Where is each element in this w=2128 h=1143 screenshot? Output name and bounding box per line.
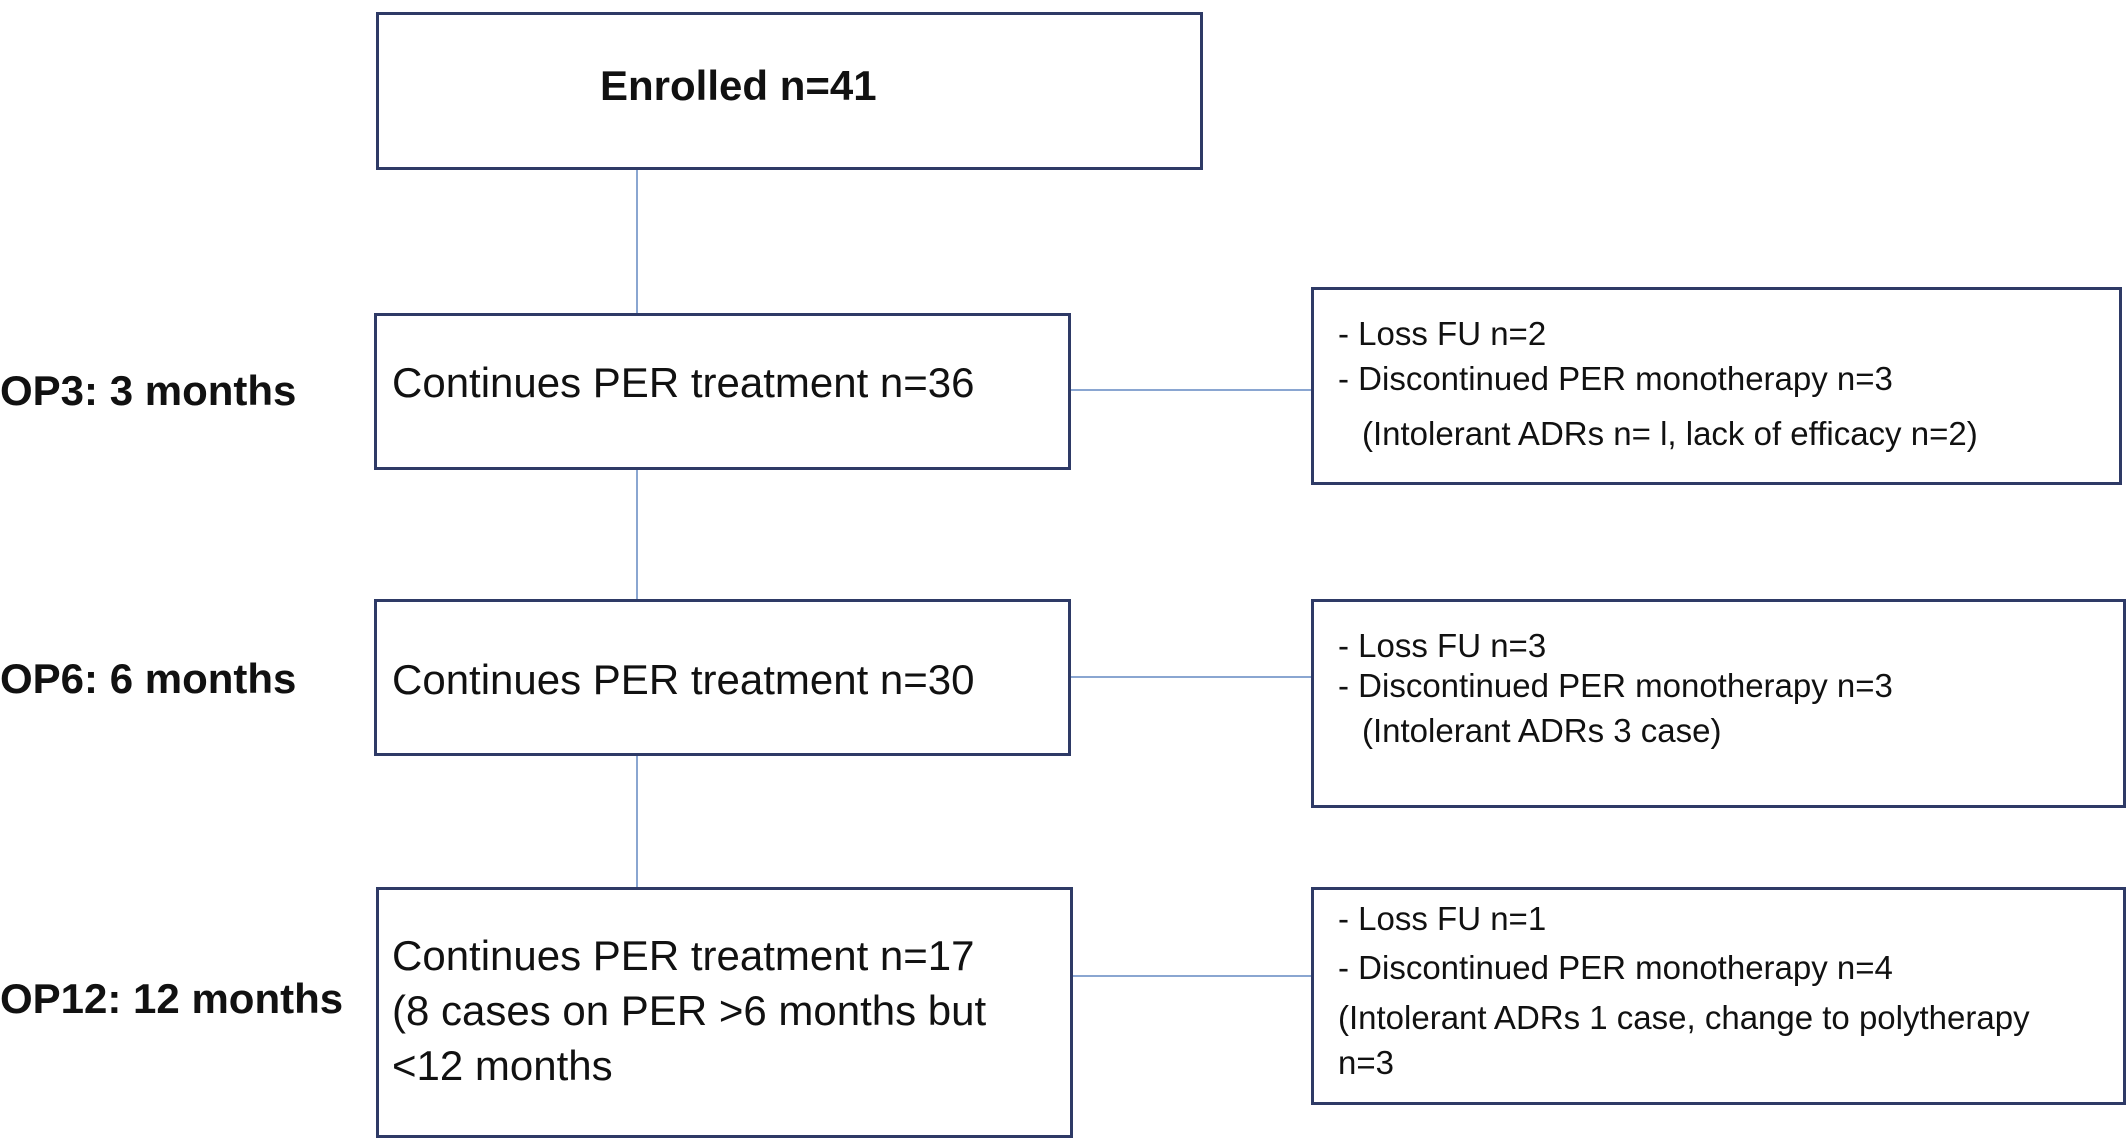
- connector-op12-to-side: [1073, 975, 1311, 977]
- op3-side-line-2: - Discontinued PER monotherapy n=3: [1338, 360, 1893, 397]
- connector-enrolled-to-op3: [636, 170, 638, 314]
- op6-side-line-3: (Intolerant ADRs 3 case): [1362, 712, 1722, 749]
- enrolled-box: [376, 12, 1203, 170]
- op12-main-line-2: (8 cases on PER >6 months but: [392, 987, 987, 1034]
- op3-main-line-1: Continues PER treatment n=36: [392, 359, 975, 406]
- op12-side-line-1: - Loss FU n=1: [1338, 900, 1547, 937]
- op12-main-line-3: <12 months: [392, 1042, 613, 1089]
- op6-side-line-2: - Discontinued PER monotherapy n=3: [1338, 667, 1893, 704]
- op12-side-line-4: n=3: [1338, 1044, 1394, 1081]
- stage-label-op6: OP6: 6 months: [0, 655, 297, 702]
- op6-side-box: [1311, 599, 2126, 808]
- stage-label-op12: OP12: 12 months: [0, 975, 344, 1022]
- op12-side-line-3: (Intolerant ADRs 1 case, change to polyt…: [1338, 999, 2030, 1036]
- op12-main-box: [376, 887, 1073, 1138]
- op12-side-box: [1311, 887, 2126, 1105]
- stage-label-op3: OP3: 3 months: [0, 367, 297, 414]
- enrolled-label: Enrolled n=41: [600, 62, 877, 109]
- op6-main-box: [374, 599, 1071, 756]
- connector-op3-to-side: [1071, 389, 1311, 391]
- op6-main-line-1: Continues PER treatment n=30: [392, 656, 975, 703]
- op3-main-box: [374, 313, 1071, 470]
- op6-side-line-1: - Loss FU n=3: [1338, 627, 1547, 664]
- op3-side-line-1: - Loss FU n=2: [1338, 315, 1547, 352]
- op12-side-line-2: - Discontinued PER monotherapy n=4: [1338, 949, 1893, 986]
- connector-op6-to-side: [1071, 676, 1311, 678]
- connector-op6-to-op12: [636, 756, 638, 888]
- op3-side-box: [1311, 287, 2122, 485]
- connector-op3-to-op6: [636, 470, 638, 600]
- op3-side-line-3: (Intolerant ADRs n= l, lack of efficacy …: [1362, 415, 1978, 452]
- op12-main-line-1: Continues PER treatment n=17: [392, 932, 975, 979]
